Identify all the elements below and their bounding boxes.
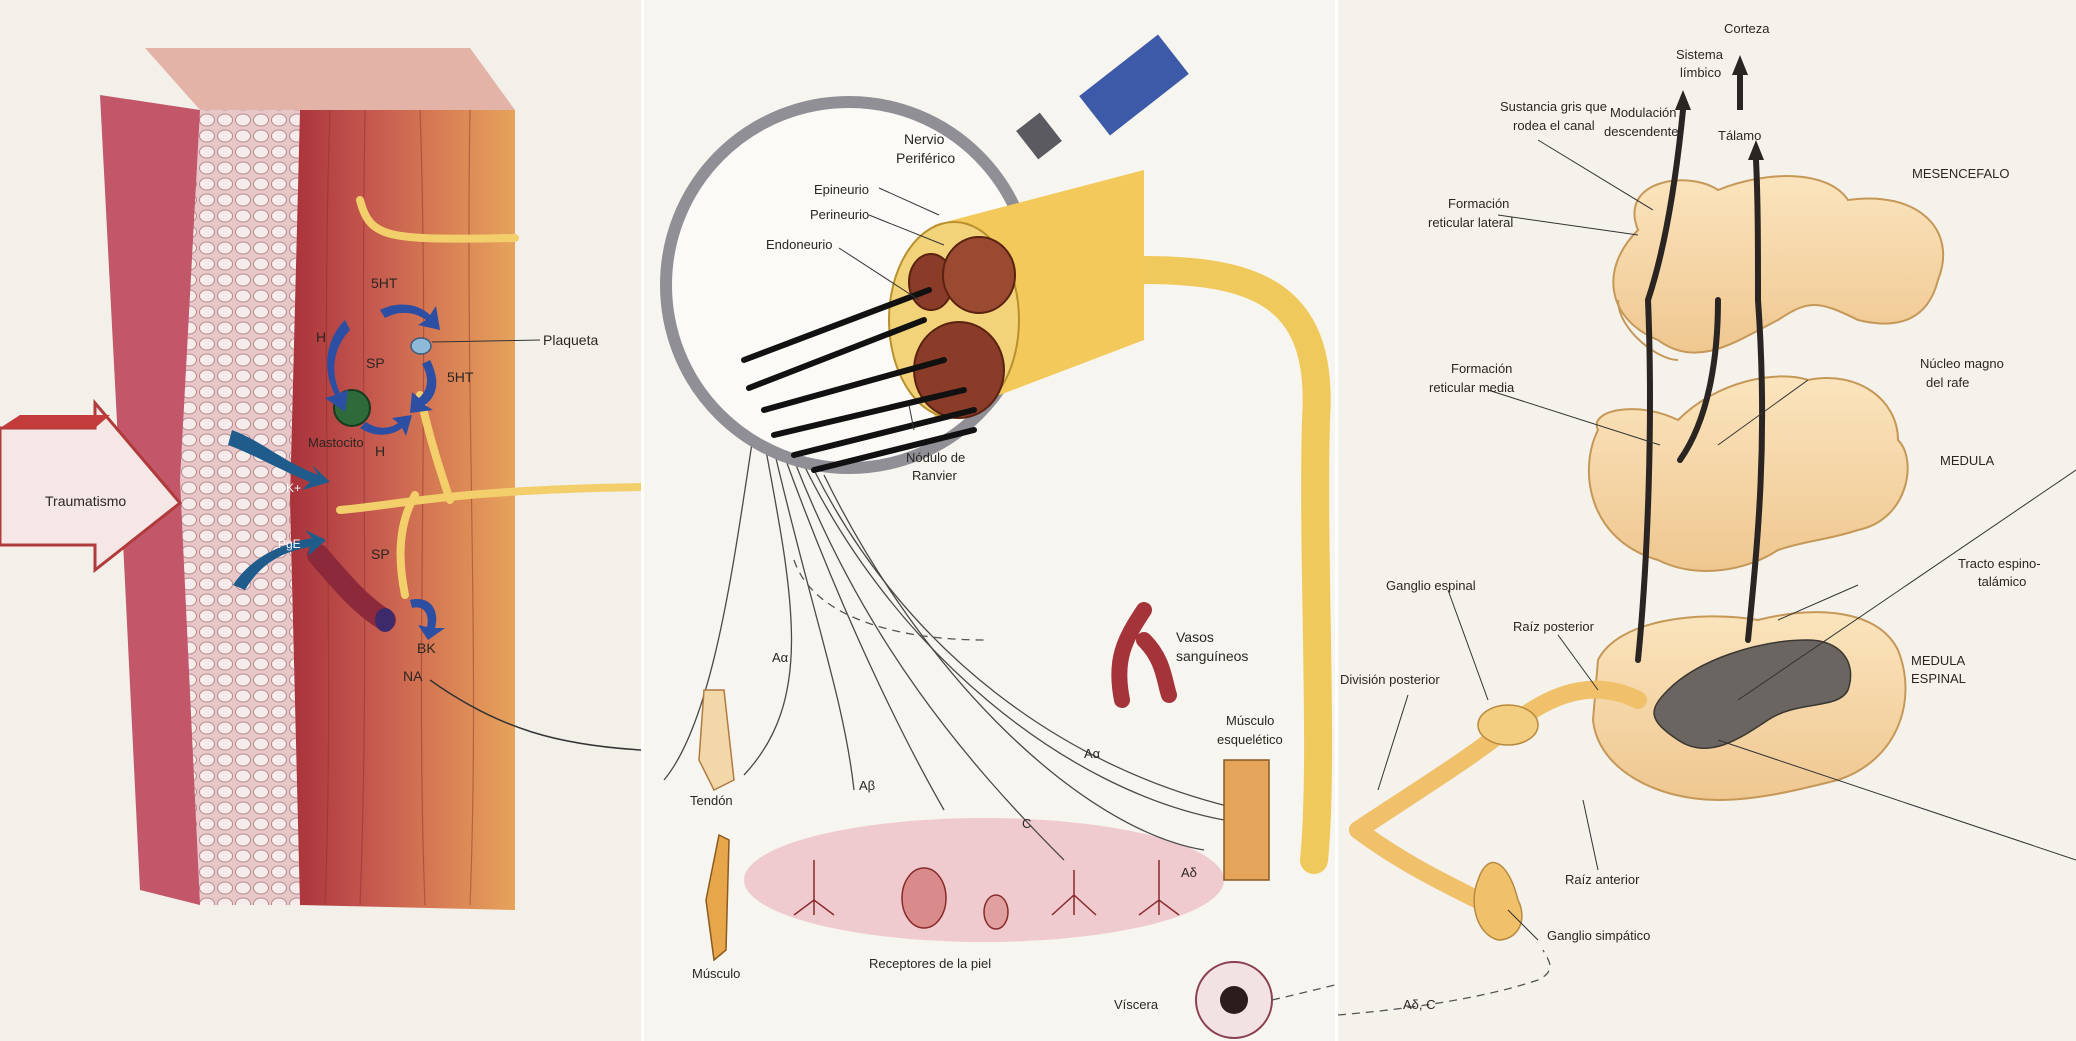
plaqueta-label: Plaqueta	[543, 332, 598, 348]
panel-spinal-pathways: Corteza Sistema límbico Sustancia gris q…	[1338, 0, 2076, 1041]
medula-slab	[1587, 375, 1909, 572]
chemical-cycle-arrows	[325, 304, 445, 640]
nerve-fiber-fan	[663, 429, 1245, 861]
sistema-line1: Sistema	[1676, 47, 1724, 62]
tissue-top-face	[145, 48, 515, 110]
ganglio-espinal-label: Ganglio espinal	[1386, 578, 1476, 593]
mesencefalo-slab	[1612, 175, 1944, 361]
nerve-illustration: Nervio Periférico Epineurio Perineurio E…	[660, 34, 1335, 1039]
adelta-label: Aδ	[1181, 865, 1197, 880]
blood-vessel	[307, 544, 396, 632]
serotonin-mid-label: 5HT	[447, 369, 474, 385]
nervio-line2: Periférico	[896, 150, 955, 166]
mastocito-label: Mastocito	[308, 435, 364, 450]
medula-label: MEDULA	[1940, 453, 1995, 468]
tendon-label: Tendón	[690, 793, 733, 808]
sustancia-line1: Sustancia gris que	[1500, 99, 1607, 114]
spinal-leaders	[1377, 139, 2076, 941]
plaqueta-cell	[410, 337, 432, 355]
raiz-anterior-label: Raíz anterior	[1565, 872, 1640, 887]
medula-espinal-line1: MEDULA	[1911, 653, 1966, 668]
frl-line1: Formación	[1448, 196, 1509, 211]
nodulo-line1: Nódulo de	[906, 450, 965, 465]
skin-area	[744, 818, 1224, 942]
ganglio-simpatico-label: Ganglio simpático	[1547, 928, 1650, 943]
modulacion-line1: Modulación	[1610, 105, 1677, 120]
vasos-line1: Vasos	[1176, 629, 1214, 645]
c-fiber-label: C	[1022, 816, 1031, 831]
medula-espinal-line2: ESPINAL	[1911, 671, 1966, 686]
endoneurio-label: Endoneurio	[766, 237, 833, 252]
medula-espinal-slab	[1591, 611, 1907, 802]
nerve-trunk	[1130, 256, 1333, 874]
talamo-label: Tálamo	[1718, 128, 1761, 143]
axons	[741, 287, 977, 473]
corteza-label: Corteza	[1724, 21, 1770, 36]
mesencefalo-label: MESENCEFALO	[1912, 166, 2010, 181]
nucleo-line1: Núcleo magno	[1920, 356, 2004, 371]
nodulo-line2: Ranvier	[912, 468, 957, 483]
fat-cell-layer	[180, 110, 300, 905]
na-label: NA	[403, 668, 423, 684]
traumatismo-arrow	[0, 398, 183, 574]
histamine-top-label: H	[316, 329, 326, 345]
plaqueta-leader	[431, 339, 541, 343]
frm-line1: Formación	[1451, 361, 1512, 376]
spinal-tracts	[1635, 107, 1766, 663]
skin-receptors	[793, 860, 1180, 930]
musculo-esq-line1: Músculo	[1226, 713, 1274, 728]
nervio-line1: Nervio	[904, 131, 945, 147]
musculo-esq-line2: esquelético	[1217, 732, 1283, 747]
ion-arrows	[228, 430, 330, 590]
perineurio-label: Perineurio	[810, 207, 869, 222]
frm-line2: reticular media	[1429, 380, 1515, 395]
nerve-leaders	[838, 187, 945, 431]
modulacion-line2: descendente	[1604, 124, 1678, 139]
aalpha-right-label: Aα	[1084, 746, 1101, 761]
aalpha-left-label: Aα	[772, 650, 789, 665]
panel-peripheral-nerve: Nervio Periférico Epineurio Perineurio E…	[644, 0, 1335, 1041]
frl-line2: reticular lateral	[1428, 215, 1513, 230]
sistema-line2: límbico	[1680, 65, 1721, 80]
histamine-bottom-label: H	[375, 443, 385, 459]
tracto-line1: Tracto espino-	[1958, 556, 2041, 571]
sustancia-line2: rodea el canal	[1513, 118, 1595, 133]
tracto-line2: talámico	[1978, 574, 2026, 589]
potassium-label: K+	[286, 481, 301, 495]
viscera-label: Víscera	[1114, 997, 1159, 1012]
return-fiber	[429, 679, 641, 751]
musculo-icon	[705, 833, 730, 962]
muscle-layer	[290, 110, 515, 910]
viscera-fiber	[1271, 984, 1335, 1001]
serotonin-top-label: 5HT	[371, 275, 398, 291]
pge-label: PgE	[278, 537, 301, 551]
vascular-dashed-fiber	[793, 559, 985, 641]
skeletal-muscle-icon	[1223, 759, 1270, 881]
tissue-illustration: Traumatismo K+ PgE 5HT H SP 5HT Plaqueta…	[0, 48, 641, 910]
receptores-label: Receptores de la piel	[869, 956, 991, 971]
musculo-label: Músculo	[692, 966, 740, 981]
epineurio-label: Epineurio	[814, 182, 869, 197]
raiz-posterior-label: Raíz posterior	[1513, 619, 1595, 634]
spinal-illustration: Corteza Sistema límbico Sustancia gris q…	[1338, 21, 2076, 1016]
abeta-label: Aβ	[859, 778, 875, 793]
nucleo-line2: del rafe	[1926, 375, 1969, 390]
vasos-icon	[1111, 602, 1177, 708]
division-posterior-label: División posterior	[1340, 672, 1440, 687]
ascending-arrows	[1675, 55, 1764, 160]
sp-top-label: SP	[366, 355, 385, 371]
vasos-line2: sanguíneos	[1176, 648, 1248, 664]
adelta-c-label: Aδ, C	[1403, 997, 1436, 1012]
viscera-core	[1220, 986, 1248, 1014]
tendon-icon	[698, 689, 735, 792]
adelta-c-fiber	[1338, 949, 1551, 1016]
traumatismo-label: Traumatismo	[45, 493, 126, 509]
panel-tissue-trauma: Traumatismo K+ PgE 5HT H SP 5HT Plaqueta…	[0, 0, 641, 1041]
sp-bottom-label: SP	[371, 546, 390, 562]
bk-label: BK	[417, 640, 436, 656]
